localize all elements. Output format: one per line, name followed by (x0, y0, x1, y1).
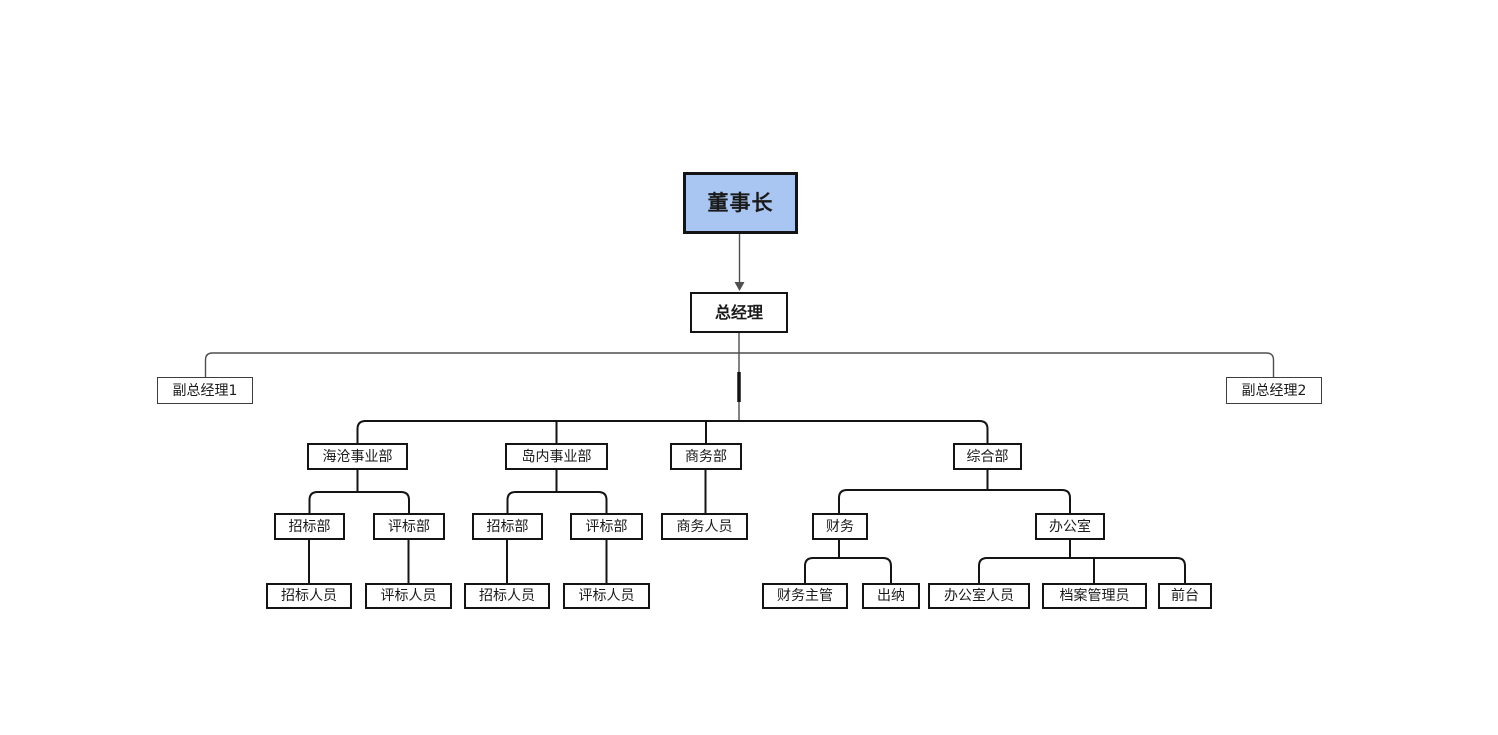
org-node-cashier[interactable]: 出纳 (862, 583, 920, 609)
arrowhead-icon (734, 282, 745, 291)
org-node-haicang-evaluation-staff[interactable]: 评标人员 (365, 583, 452, 609)
org-node-label: 董事长 (707, 190, 774, 215)
org-node-label: 办公室 (1049, 518, 1091, 535)
org-node-chairman[interactable]: 董事长 (683, 172, 798, 234)
connector-bidding-staff-links (308, 540, 608, 583)
org-node-label: 副总经理1 (172, 382, 238, 399)
org-node-label: 财务 (826, 518, 854, 535)
org-node-haicang-evaluation-dept[interactable]: 评标部 (373, 513, 445, 540)
org-node-label: 出纳 (877, 588, 905, 604)
org-node-business-dept[interactable]: 商务部 (670, 443, 742, 470)
connector-departments (356, 420, 989, 443)
org-node-label: 招标部 (486, 518, 529, 535)
org-node-label: 商务人员 (676, 518, 733, 535)
org-node-label: 招标部 (288, 518, 331, 535)
org-node-label: 评标部 (585, 518, 628, 535)
connector-gm-deputies (204, 352, 1275, 378)
org-node-front-desk[interactable]: 前台 (1158, 583, 1212, 609)
org-node-label: 财务主管 (777, 588, 833, 604)
connector-finance-children (804, 540, 892, 583)
org-node-label: 评标人员 (578, 588, 635, 604)
org-node-label: 前台 (1171, 588, 1199, 604)
org-node-label: 档案管理员 (1059, 588, 1130, 604)
org-node-label: 副总经理2 (1241, 382, 1307, 399)
org-node-general-manager[interactable]: 总经理 (690, 292, 788, 333)
org-node-daonei-evaluation-staff[interactable]: 评标人员 (563, 583, 650, 609)
org-node-archive-manager[interactable]: 档案管理员 (1042, 583, 1147, 609)
org-node-daonei-bidding-staff[interactable]: 招标人员 (464, 583, 550, 609)
org-node-haicang-division[interactable]: 海沧事业部 (307, 443, 408, 470)
org-node-haicang-bidding-staff[interactable]: 招标人员 (266, 583, 352, 609)
org-node-label: 评标部 (388, 518, 430, 535)
org-node-daonei-evaluation-dept[interactable]: 评标部 (570, 513, 643, 540)
org-node-business-staff[interactable]: 商务人员 (661, 513, 748, 540)
org-node-haicang-bidding-dept[interactable]: 招标部 (274, 513, 345, 540)
org-node-label: 总经理 (714, 302, 763, 322)
org-node-label: 岛内事业部 (521, 448, 592, 465)
org-node-deputy-gm-1[interactable]: 副总经理1 (157, 377, 253, 404)
org-node-finance-supervisor[interactable]: 财务主管 (762, 583, 848, 609)
connector-daonei-children (506, 470, 608, 513)
org-node-office[interactable]: 办公室 (1035, 513, 1105, 540)
org-node-general-affairs-dept[interactable]: 综合部 (953, 443, 1022, 470)
org-node-office-staff[interactable]: 办公室人员 (928, 583, 1030, 609)
org-node-daonei-division[interactable]: 岛内事业部 (505, 443, 608, 470)
org-node-label: 办公室人员 (944, 588, 1014, 604)
org-node-label: 商务部 (685, 448, 727, 465)
connector-office-children (978, 540, 1186, 583)
org-node-label: 招标人员 (281, 588, 337, 604)
org-node-finance[interactable]: 财务 (812, 513, 868, 540)
org-node-label: 综合部 (966, 448, 1009, 465)
org-node-label: 评标人员 (380, 588, 437, 604)
org-node-label: 海沧事业部 (322, 448, 393, 465)
org-node-daonei-bidding-dept[interactable]: 招标部 (472, 513, 543, 540)
org-node-label: 招标人员 (479, 588, 535, 604)
connector-haicang-children (308, 470, 410, 513)
connector-general-affairs-children (838, 470, 1071, 513)
org-node-deputy-gm-2[interactable]: 副总经理2 (1226, 377, 1322, 404)
